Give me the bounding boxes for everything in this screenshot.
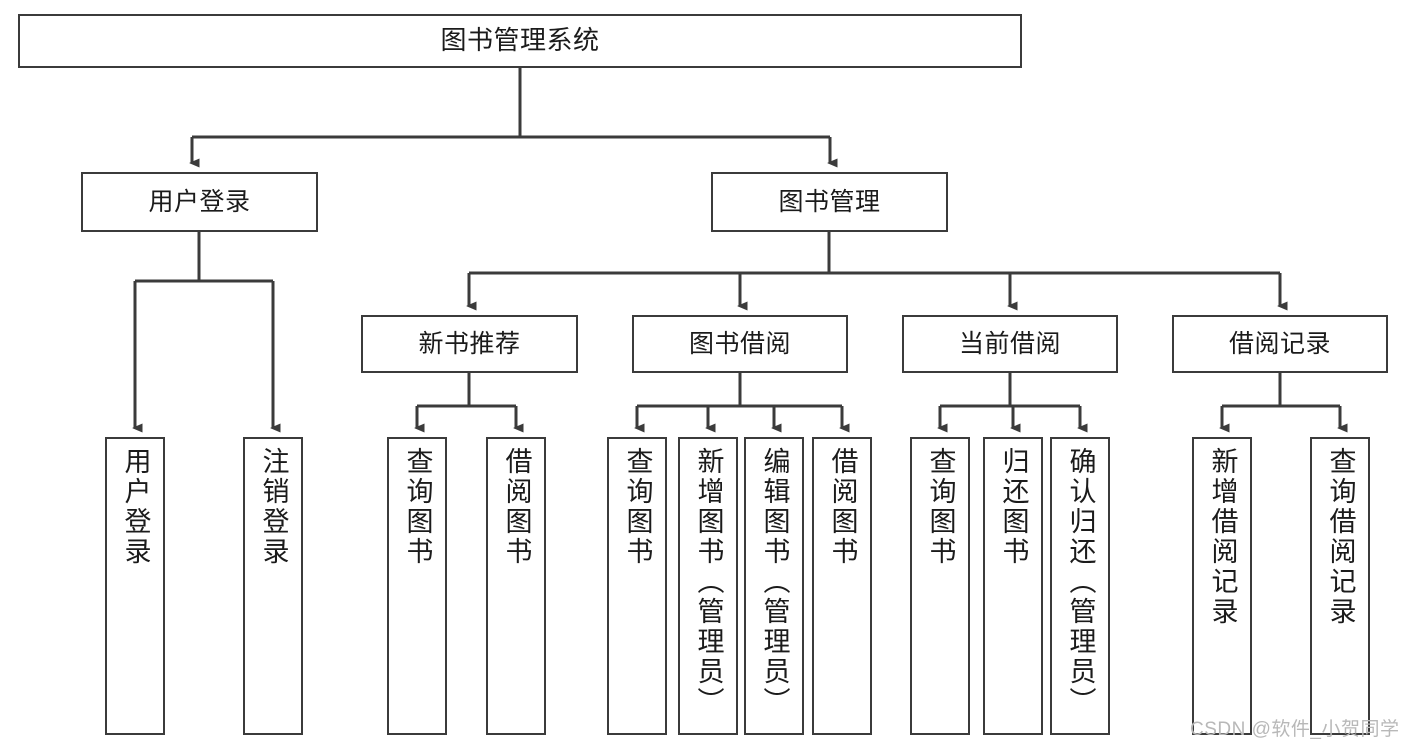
node-label: 编辑图书（管理员） <box>759 447 790 717</box>
node-label: 确认归还（管理员） <box>1065 447 1096 717</box>
leaf-query-book-recommend[interactable]: 查询图书 <box>387 437 447 735</box>
leaf-add-book-admin[interactable]: 新增图书（管理员） <box>678 437 738 735</box>
node-label: 查询图书 <box>402 447 433 567</box>
node-label: 用户登录 <box>120 447 151 567</box>
node-label: 当前借阅 <box>958 330 1061 358</box>
leaf-edit-book-admin[interactable]: 编辑图书（管理员） <box>744 437 804 735</box>
leaf-query-book-current[interactable]: 查询图书 <box>910 437 970 735</box>
leaf-query-borrow-record[interactable]: 查询借阅记录 <box>1310 437 1370 735</box>
node-label: 新增图书（管理员） <box>693 447 724 717</box>
leaf-borrow-book[interactable]: 借阅图书 <box>812 437 872 735</box>
node-label: 图书管理 <box>778 188 881 216</box>
node-label: 借阅记录 <box>1228 330 1331 358</box>
leaf-add-borrow-record[interactable]: 新增借阅记录 <box>1192 437 1252 735</box>
node-label: 图书借阅 <box>688 330 791 358</box>
node-borrow-record[interactable]: 借阅记录 <box>1172 315 1388 373</box>
node-new-book-recommend[interactable]: 新书推荐 <box>361 315 578 373</box>
node-label: 查询图书 <box>925 447 956 567</box>
node-label: 查询借阅记录 <box>1325 447 1356 627</box>
node-label: 归还图书 <box>998 447 1029 567</box>
watermark: CSDN @软件_小贺同学 <box>1190 719 1400 740</box>
node-current-borrow[interactable]: 当前借阅 <box>902 315 1118 373</box>
leaf-user-login[interactable]: 用户登录 <box>105 437 165 735</box>
node-label: 注销登录 <box>258 447 289 567</box>
leaf-query-book-borrow[interactable]: 查询图书 <box>607 437 667 735</box>
node-label: 借阅图书 <box>501 447 532 567</box>
node-label: 借阅图书 <box>827 447 858 567</box>
leaf-logout[interactable]: 注销登录 <box>243 437 303 735</box>
node-book-management[interactable]: 图书管理 <box>711 172 948 232</box>
leaf-confirm-return-admin[interactable]: 确认归还（管理员） <box>1050 437 1110 735</box>
node-label: 新增借阅记录 <box>1207 447 1238 627</box>
node-book-borrow[interactable]: 图书借阅 <box>632 315 848 373</box>
leaf-borrow-book-recommend[interactable]: 借阅图书 <box>486 437 546 735</box>
node-label: 用户登录 <box>148 188 251 216</box>
node-root-system[interactable]: 图书管理系统 <box>18 14 1022 68</box>
node-label: 图书管理系统 <box>440 25 600 56</box>
leaf-return-book[interactable]: 归还图书 <box>983 437 1043 735</box>
node-label: 查询图书 <box>622 447 653 567</box>
node-label: 新书推荐 <box>418 330 521 358</box>
node-user-login[interactable]: 用户登录 <box>81 172 318 232</box>
